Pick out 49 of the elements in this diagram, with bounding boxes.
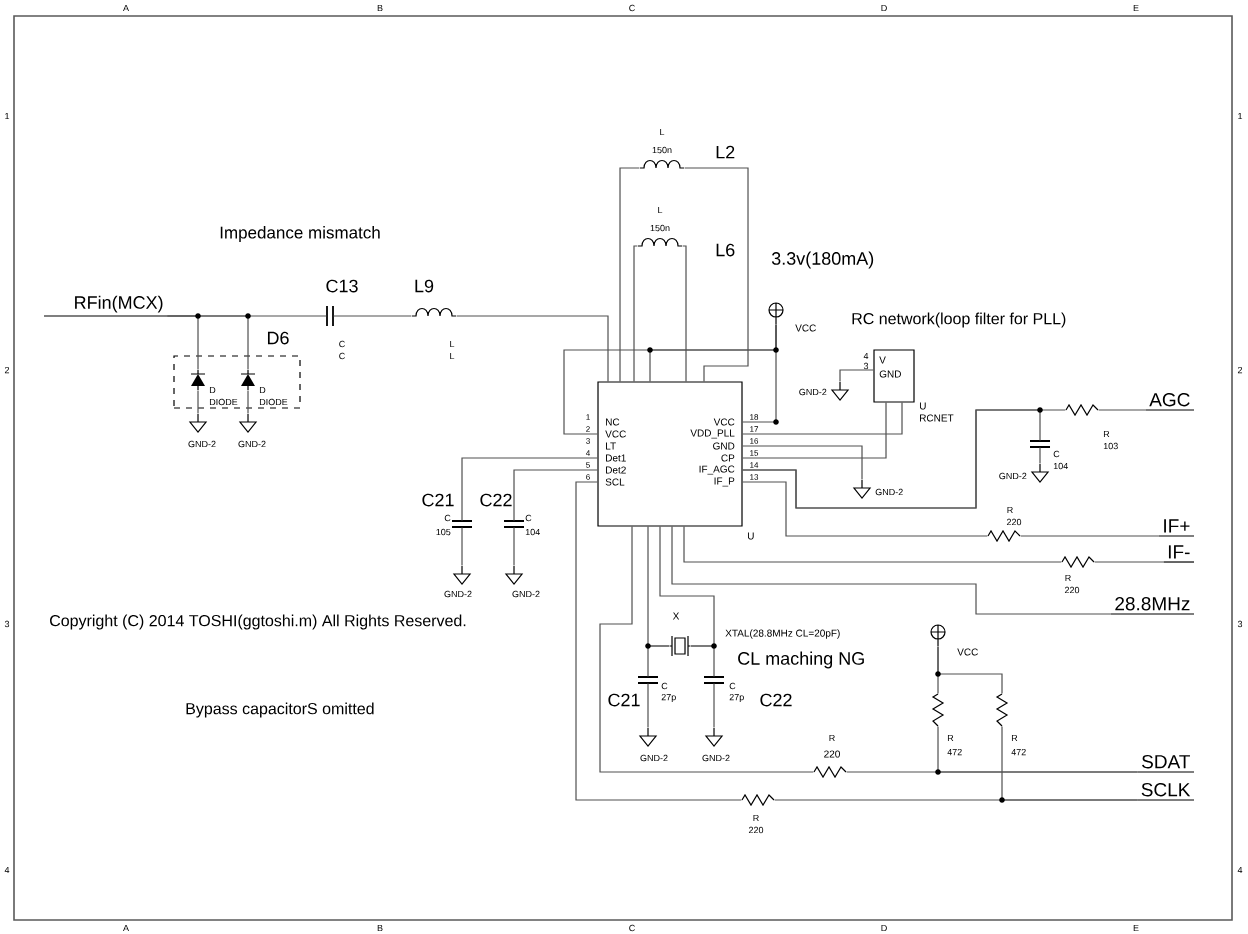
wire (937, 646, 1003, 694)
wire (742, 481, 988, 537)
wire (599, 526, 814, 773)
wire (633, 245, 638, 382)
note-text: Impedance mismatch (220, 226, 380, 242)
wire (1098, 409, 1147, 411)
wire (647, 645, 670, 677)
note-text: 3.3v(180mA) (771, 251, 874, 269)
wire (333, 315, 412, 317)
wire (839, 369, 874, 382)
wire (513, 469, 598, 521)
signal-port: 28.8MHz (1110, 596, 1195, 615)
copyright-note: Copyright (C) 2014 TOSHI(ggtoshi.m) All Rights Reserved. (50, 614, 466, 630)
wire (684, 167, 749, 382)
wire (683, 526, 1062, 563)
signal-port: RFin(MCX) (43, 295, 168, 317)
signal-port: AGC (1145, 392, 1195, 411)
wire (513, 527, 515, 566)
wire (1094, 561, 1165, 563)
wire (575, 481, 742, 801)
wire (742, 402, 887, 459)
signal-port: IF+ (1158, 519, 1195, 537)
wire (247, 390, 249, 414)
note-text: RC network(loop filter for PLL) (852, 312, 1066, 328)
wire (659, 526, 715, 647)
wire (1039, 447, 1041, 464)
wire (671, 526, 1112, 615)
wire (742, 402, 903, 435)
wire (682, 245, 687, 382)
node-label: D6 (267, 331, 289, 345)
wire (461, 457, 598, 521)
wire (690, 645, 715, 677)
signal-port: SCLK (1136, 782, 1195, 801)
note-text: CL maching NG (738, 651, 864, 669)
note-text: Bypass capacitorS omitted (186, 702, 374, 718)
wire (937, 726, 1139, 773)
wire (1001, 726, 1138, 801)
wire (713, 683, 715, 728)
wire (456, 315, 609, 382)
wire (619, 167, 640, 382)
wire (647, 683, 649, 728)
signal-port: SDAT (1136, 754, 1195, 773)
wire (461, 527, 463, 566)
wire (649, 324, 777, 382)
wire (166, 315, 327, 317)
signal-port: IF- (1163, 545, 1195, 563)
wire (742, 445, 863, 480)
wire (1020, 535, 1160, 537)
wire (197, 390, 199, 414)
